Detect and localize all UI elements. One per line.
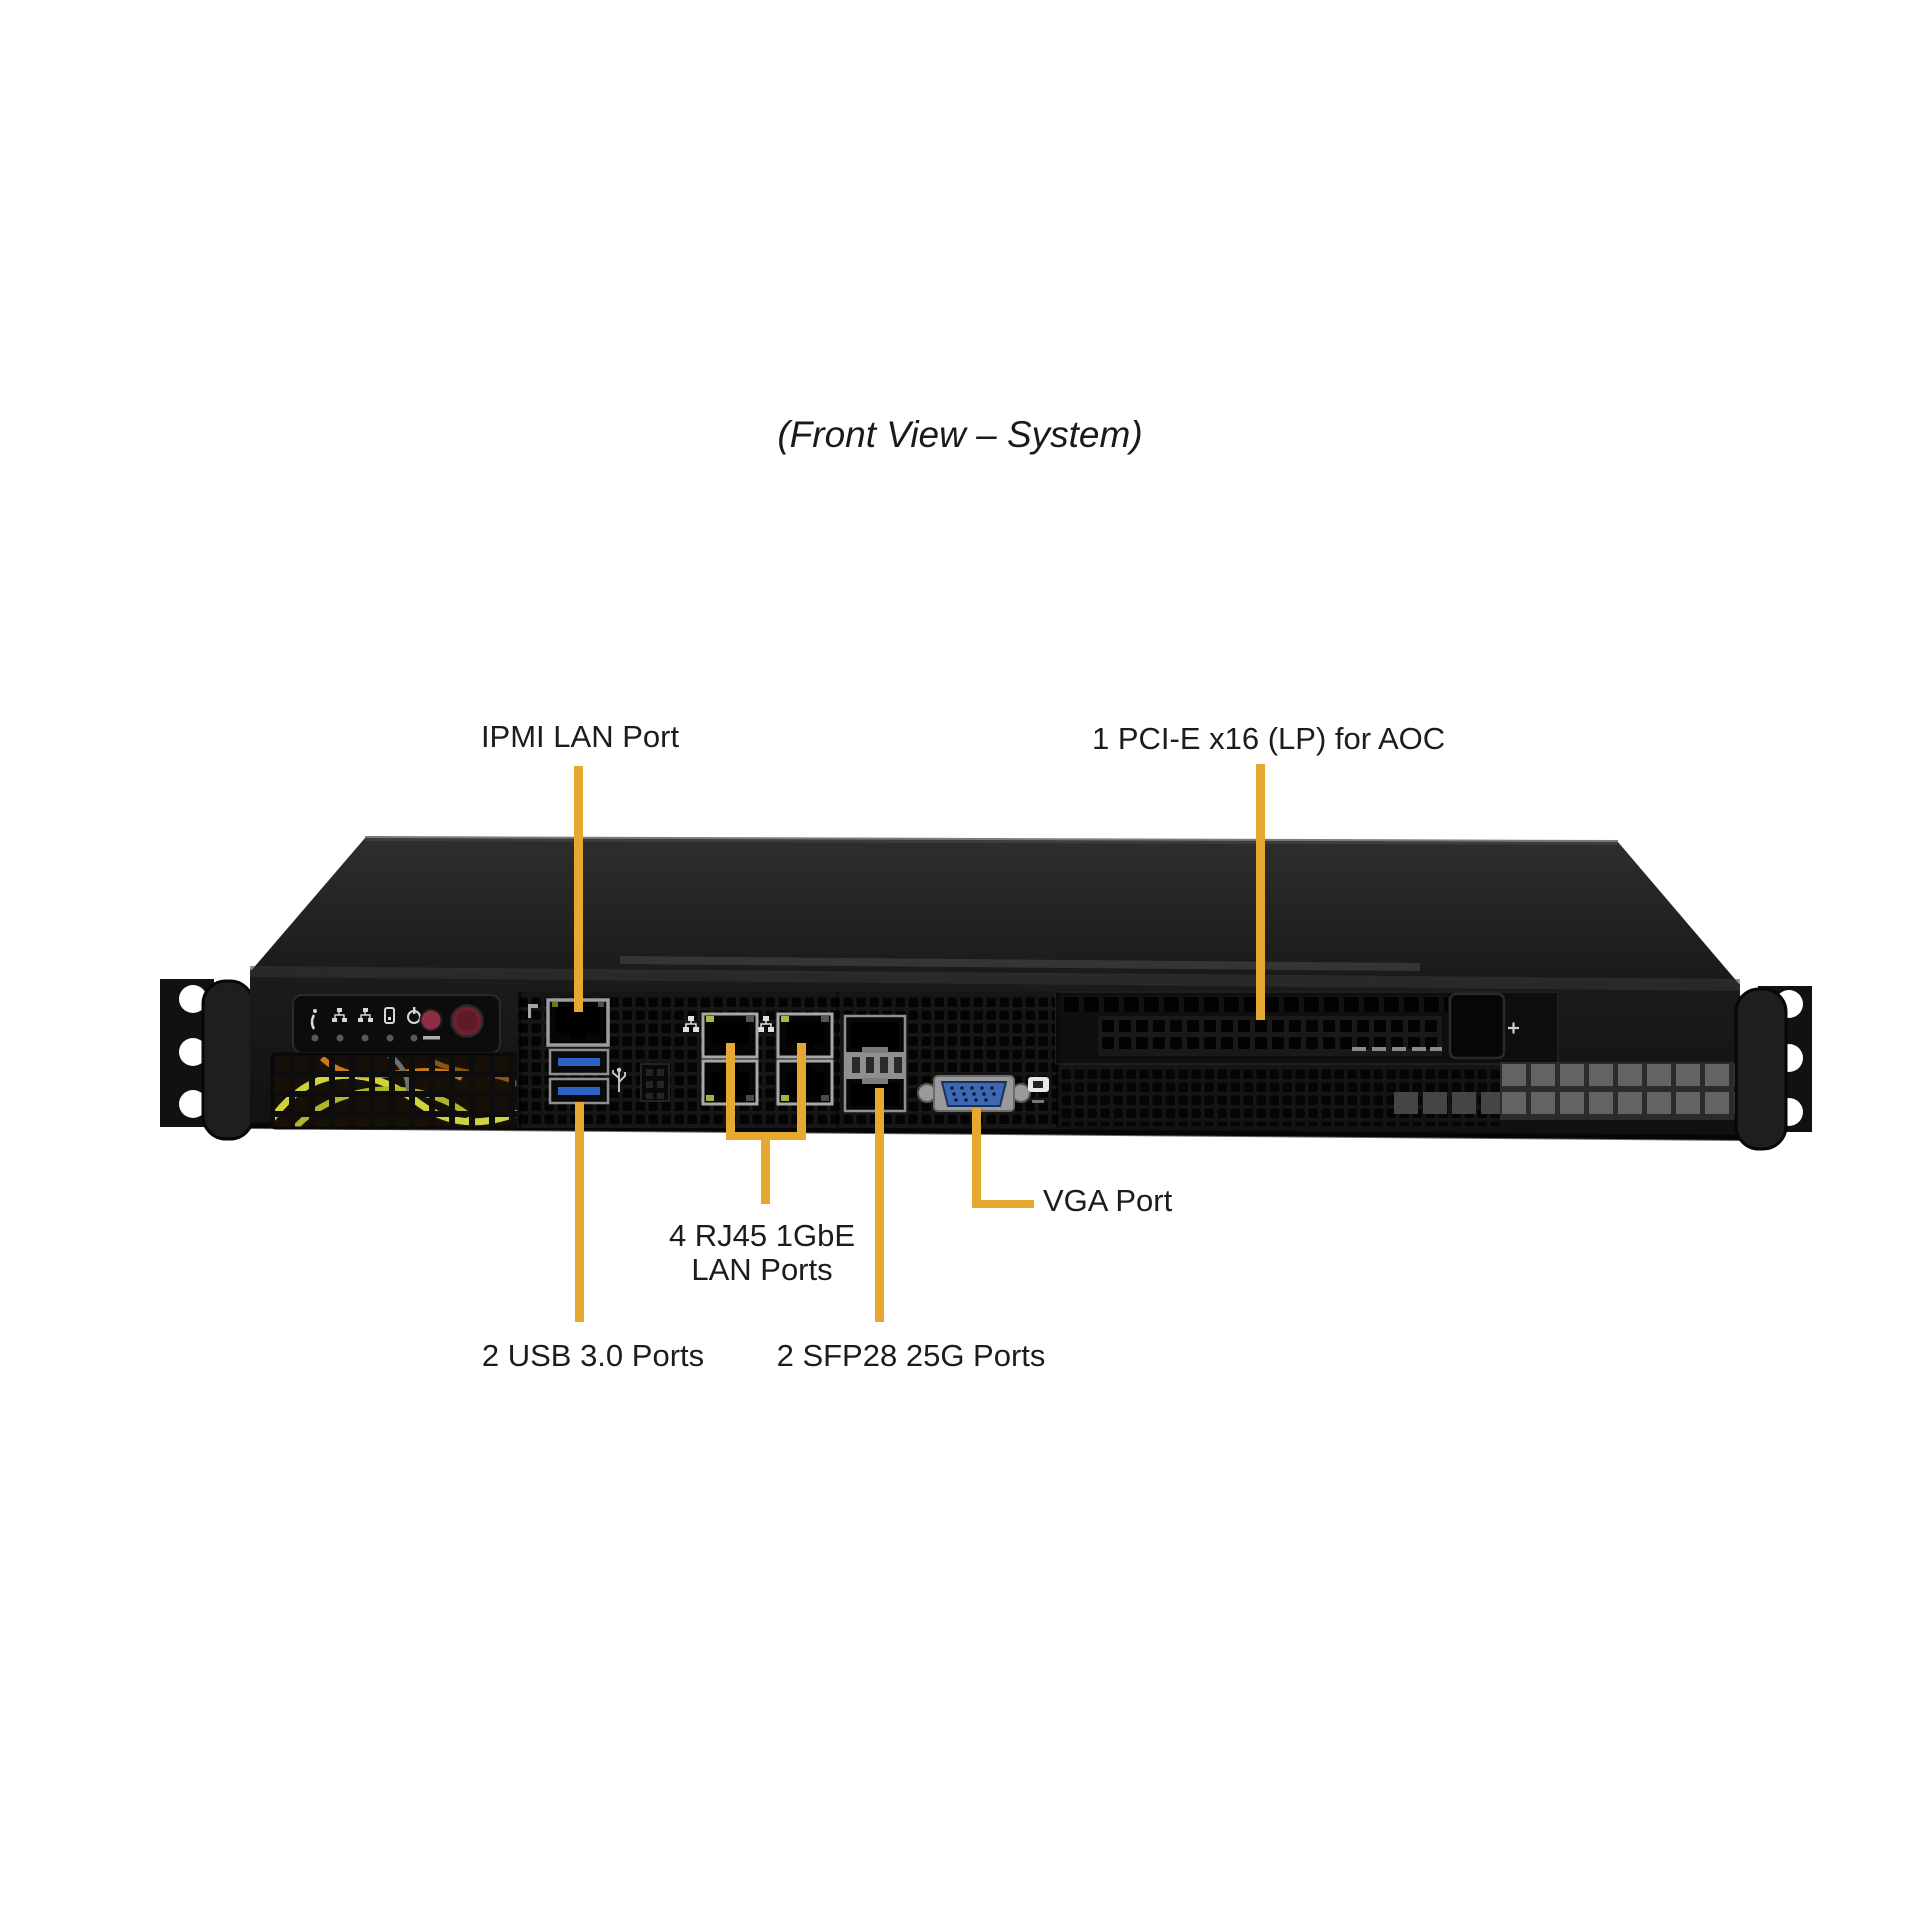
page-title: (Front View – System) — [777, 414, 1143, 455]
pcie-callout-line — [1256, 764, 1265, 1020]
left-rack-ear — [160, 979, 255, 1141]
usb3-ports — [548, 1048, 626, 1105]
usb-label: 2 USB 3.0 Ports — [481, 1338, 705, 1373]
lan1-activity-icon — [332, 1008, 347, 1022]
rj45-callout-bracket — [726, 1043, 806, 1204]
power-button — [450, 1004, 484, 1038]
pcie-label: 1 PCI-E x16 (LP) for AOC — [1092, 721, 1446, 756]
network-icon — [683, 1016, 699, 1032]
status-leds — [311, 1034, 418, 1042]
aux-connector — [640, 1063, 670, 1102]
lan2-activity-icon — [358, 1008, 373, 1022]
network-icon — [758, 1016, 774, 1032]
vga-label: VGA Port — [1043, 1183, 1173, 1218]
vga-callout-elbow — [972, 1108, 1034, 1208]
pcie-slot-area — [1055, 991, 1559, 1128]
hdd-icon — [384, 1007, 395, 1024]
sfp-callout-line — [875, 1088, 884, 1322]
reset-button — [419, 1008, 443, 1040]
ipmi-label: IPMI LAN Port — [480, 719, 680, 754]
front-vent-grille — [270, 1052, 520, 1130]
callout-lines — [574, 764, 1265, 1322]
sfp-label: 2 SFP28 25G Ports — [776, 1338, 1046, 1373]
front-control-panel — [292, 994, 501, 1054]
usb-symbol-icon — [612, 1067, 626, 1092]
ipmi-callout-line — [574, 766, 583, 1012]
vga-indicator-icon — [1028, 1077, 1049, 1103]
right-rack-ear — [1734, 986, 1812, 1151]
info-icon — [310, 1009, 317, 1030]
usb-callout-line — [575, 1102, 584, 1322]
vga-port — [917, 1075, 1031, 1112]
lower-right-vent — [1060, 1062, 1738, 1126]
rj45-label: 4 RJ45 1GbE LAN Ports — [668, 1218, 856, 1288]
chassis-top-face — [250, 836, 1740, 985]
